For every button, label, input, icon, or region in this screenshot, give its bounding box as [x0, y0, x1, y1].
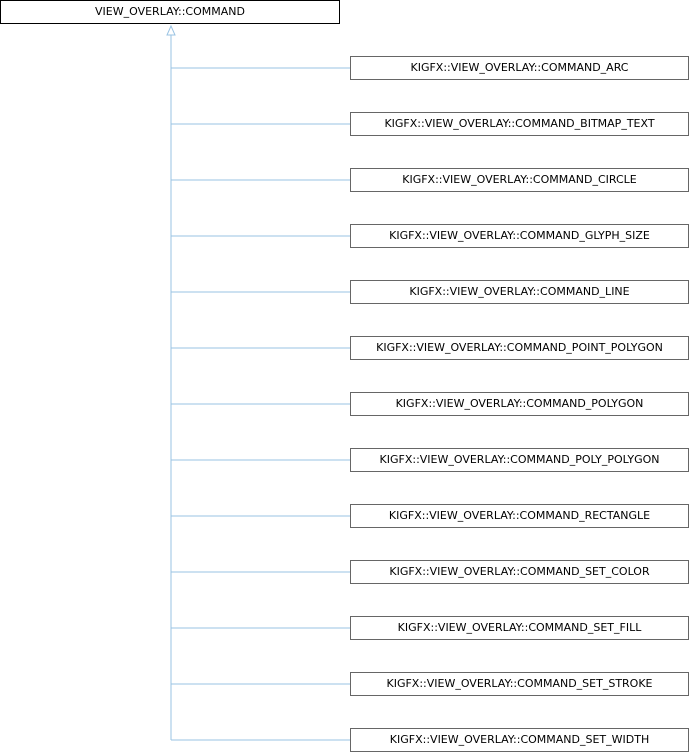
derived-class-node[interactable]: KIGFX::VIEW_OVERLAY::COMMAND_SET_WIDTH [350, 728, 689, 752]
derived-class-node[interactable]: KIGFX::VIEW_OVERLAY::COMMAND_BITMAP_TEXT [350, 112, 689, 136]
derived-class-node[interactable]: KIGFX::VIEW_OVERLAY::COMMAND_GLYPH_SIZE [350, 224, 689, 248]
derived-class-node[interactable]: KIGFX::VIEW_OVERLAY::COMMAND_CIRCLE [350, 168, 689, 192]
derived-class-node[interactable]: KIGFX::VIEW_OVERLAY::COMMAND_LINE [350, 280, 689, 304]
derived-class-node[interactable]: KIGFX::VIEW_OVERLAY::COMMAND_SET_COLOR [350, 560, 689, 584]
derived-class-node[interactable]: KIGFX::VIEW_OVERLAY::COMMAND_ARC [350, 56, 689, 80]
derived-class-node[interactable]: KIGFX::VIEW_OVERLAY::COMMAND_POLY_POLYGO… [350, 448, 689, 472]
inheritance-arrowhead [166, 24, 176, 36]
derived-class-node[interactable]: KIGFX::VIEW_OVERLAY::COMMAND_RECTANGLE [350, 504, 689, 528]
base-class-node: VIEW_OVERLAY::COMMAND [0, 0, 340, 24]
derived-class-node[interactable]: KIGFX::VIEW_OVERLAY::COMMAND_SET_STROKE [350, 672, 689, 696]
derived-class-node[interactable]: KIGFX::VIEW_OVERLAY::COMMAND_POLYGON [350, 392, 689, 416]
derived-class-node[interactable]: KIGFX::VIEW_OVERLAY::COMMAND_POINT_POLYG… [350, 336, 689, 360]
derived-class-node[interactable]: KIGFX::VIEW_OVERLAY::COMMAND_SET_FILL [350, 616, 689, 640]
